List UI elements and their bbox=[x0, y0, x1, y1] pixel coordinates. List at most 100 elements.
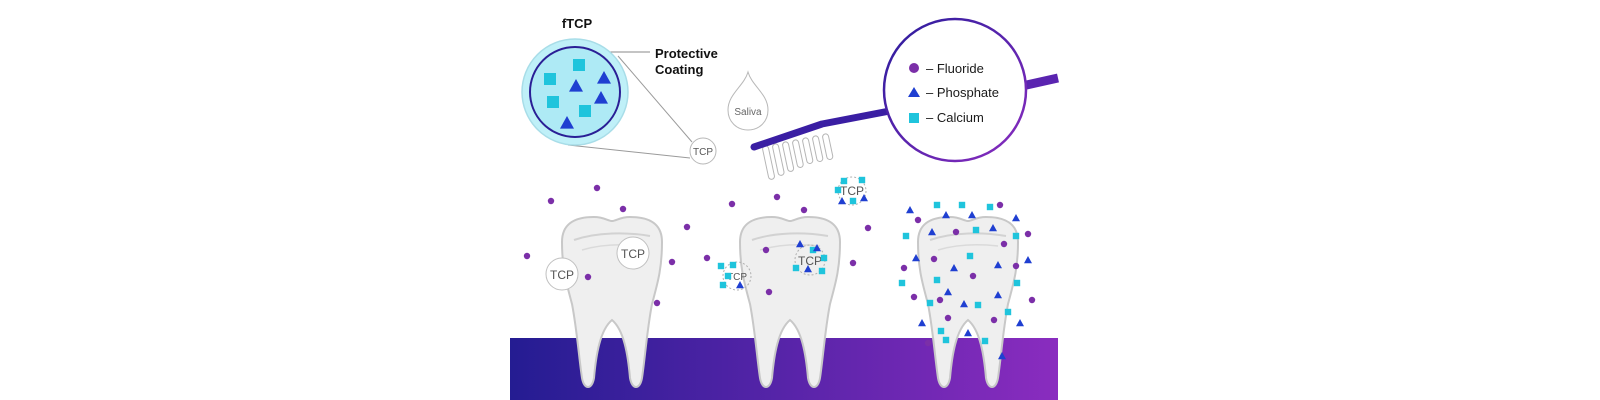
fluoride-ion bbox=[653, 299, 661, 307]
zoom-line bbox=[567, 144, 691, 159]
calcium-ion bbox=[729, 261, 737, 269]
calcium-ion bbox=[544, 73, 556, 85]
calcium-ion bbox=[717, 262, 725, 270]
ftcp-ions bbox=[544, 59, 611, 129]
fluoride-icon bbox=[909, 63, 919, 73]
fluoride-ion bbox=[1028, 296, 1036, 304]
ftcp-title: fTCP bbox=[562, 16, 593, 31]
fluoride-ion bbox=[944, 314, 952, 322]
phosphate-ion bbox=[804, 265, 812, 273]
fluoride-ion bbox=[619, 205, 627, 213]
fluoride-ion bbox=[910, 293, 918, 301]
phosphate-ion bbox=[989, 224, 997, 232]
phosphate-ion bbox=[918, 319, 926, 327]
calcium-ion bbox=[840, 177, 848, 185]
fluoride-ion bbox=[800, 206, 808, 214]
phosphate-ion bbox=[860, 194, 868, 202]
tcp-particle: TCP bbox=[545, 257, 579, 291]
phosphate-ion bbox=[906, 206, 914, 214]
calcium-ion bbox=[719, 281, 727, 289]
phosphate-ion bbox=[813, 244, 821, 252]
fluoride-ion bbox=[952, 228, 960, 236]
legend-lens bbox=[882, 17, 1028, 163]
legend-item-phosphate: – Phosphate bbox=[908, 85, 999, 100]
phosphate-ion bbox=[736, 281, 744, 289]
calcium-ion bbox=[926, 299, 934, 307]
calcium-ion bbox=[902, 232, 910, 240]
calcium-ion bbox=[958, 201, 966, 209]
toothbrush-bristles bbox=[762, 133, 834, 180]
calcium-ion bbox=[966, 252, 974, 260]
fluoride-ion bbox=[1000, 240, 1008, 248]
phosphate-ion bbox=[964, 329, 972, 337]
phosphate-ion bbox=[1016, 319, 1024, 327]
legend: – Fluoride – Phosphate – Calcium bbox=[882, 17, 1028, 163]
calcium-ion bbox=[834, 186, 842, 194]
calcium-ion bbox=[579, 105, 591, 117]
fluoride-ion bbox=[523, 252, 531, 260]
tcp-label: TCP bbox=[693, 147, 713, 158]
fluoride-ion bbox=[547, 197, 555, 205]
calcium-ion bbox=[724, 272, 732, 280]
calcium-ion bbox=[809, 246, 817, 254]
phosphate-ion bbox=[960, 300, 968, 308]
fluoride-ion bbox=[683, 223, 691, 231]
fluoride-ion bbox=[996, 201, 1004, 209]
fluoride-ion bbox=[930, 255, 938, 263]
legend-label: – Fluoride bbox=[926, 61, 984, 76]
phosphate-ion bbox=[994, 261, 1002, 269]
tcp-particle-dissolving: TCP bbox=[837, 176, 867, 206]
fluoride-ion bbox=[969, 272, 977, 280]
fluoride-ion bbox=[765, 288, 773, 296]
phosphate-ion bbox=[594, 91, 608, 104]
legend-label: – Calcium bbox=[926, 110, 984, 125]
fluoride-ion bbox=[593, 184, 601, 192]
saliva-drop: Saliva bbox=[727, 70, 769, 131]
fluoride-ion bbox=[1012, 262, 1020, 270]
calcium-ion bbox=[898, 279, 906, 287]
calcium-ion bbox=[937, 327, 945, 335]
calcium-ion bbox=[792, 264, 800, 272]
gum-strip bbox=[510, 338, 1058, 400]
tcp-label: TCP bbox=[727, 272, 747, 283]
phosphate-ion bbox=[1024, 256, 1032, 264]
tcp-particle-dissolving: TCP bbox=[722, 261, 752, 291]
fluoride-ion bbox=[762, 246, 770, 254]
tcp-label: TCP bbox=[840, 184, 864, 198]
fluoride-ion bbox=[864, 224, 872, 232]
calcium-ion bbox=[974, 301, 982, 309]
calcium-ion bbox=[858, 176, 866, 184]
coating-label-line1: Protective bbox=[655, 46, 718, 61]
phosphate-ion bbox=[968, 211, 976, 219]
tcp-label: TCP bbox=[621, 247, 645, 261]
calcium-ion bbox=[933, 201, 941, 209]
fluoride-ion bbox=[914, 216, 922, 224]
calcium-ion bbox=[547, 96, 559, 108]
calcium-ion bbox=[820, 254, 828, 262]
phosphate-ion bbox=[950, 264, 958, 272]
fluoride-ion bbox=[703, 254, 711, 262]
toothbrush-handle-end bbox=[1021, 73, 1059, 91]
legend-label: – Phosphate bbox=[926, 85, 999, 100]
tcp-zoom-source bbox=[689, 137, 717, 165]
phosphate-ion bbox=[994, 291, 1002, 299]
calcium-icon bbox=[909, 113, 919, 123]
calcium-ion bbox=[933, 276, 941, 284]
toothbrush-handle bbox=[750, 106, 899, 151]
phosphate-ion bbox=[912, 254, 920, 262]
calcium-ion bbox=[1004, 308, 1012, 316]
fluoride-ion bbox=[728, 200, 736, 208]
phosphate-ion bbox=[569, 79, 583, 92]
zoom-line bbox=[617, 55, 693, 143]
phosphate-ion bbox=[1012, 214, 1020, 222]
legend-item-calcium: – Calcium bbox=[909, 110, 984, 125]
fluoride-ion bbox=[668, 258, 676, 266]
toothbrush bbox=[750, 73, 1059, 180]
fluoride-ion bbox=[924, 339, 932, 347]
tooth-right bbox=[917, 216, 1019, 388]
phosphate-ion bbox=[942, 211, 950, 219]
calcium-ion bbox=[986, 203, 994, 211]
fluoride-ion bbox=[1024, 230, 1032, 238]
calcium-ion bbox=[981, 337, 989, 345]
saliva-label: Saliva bbox=[734, 107, 762, 118]
